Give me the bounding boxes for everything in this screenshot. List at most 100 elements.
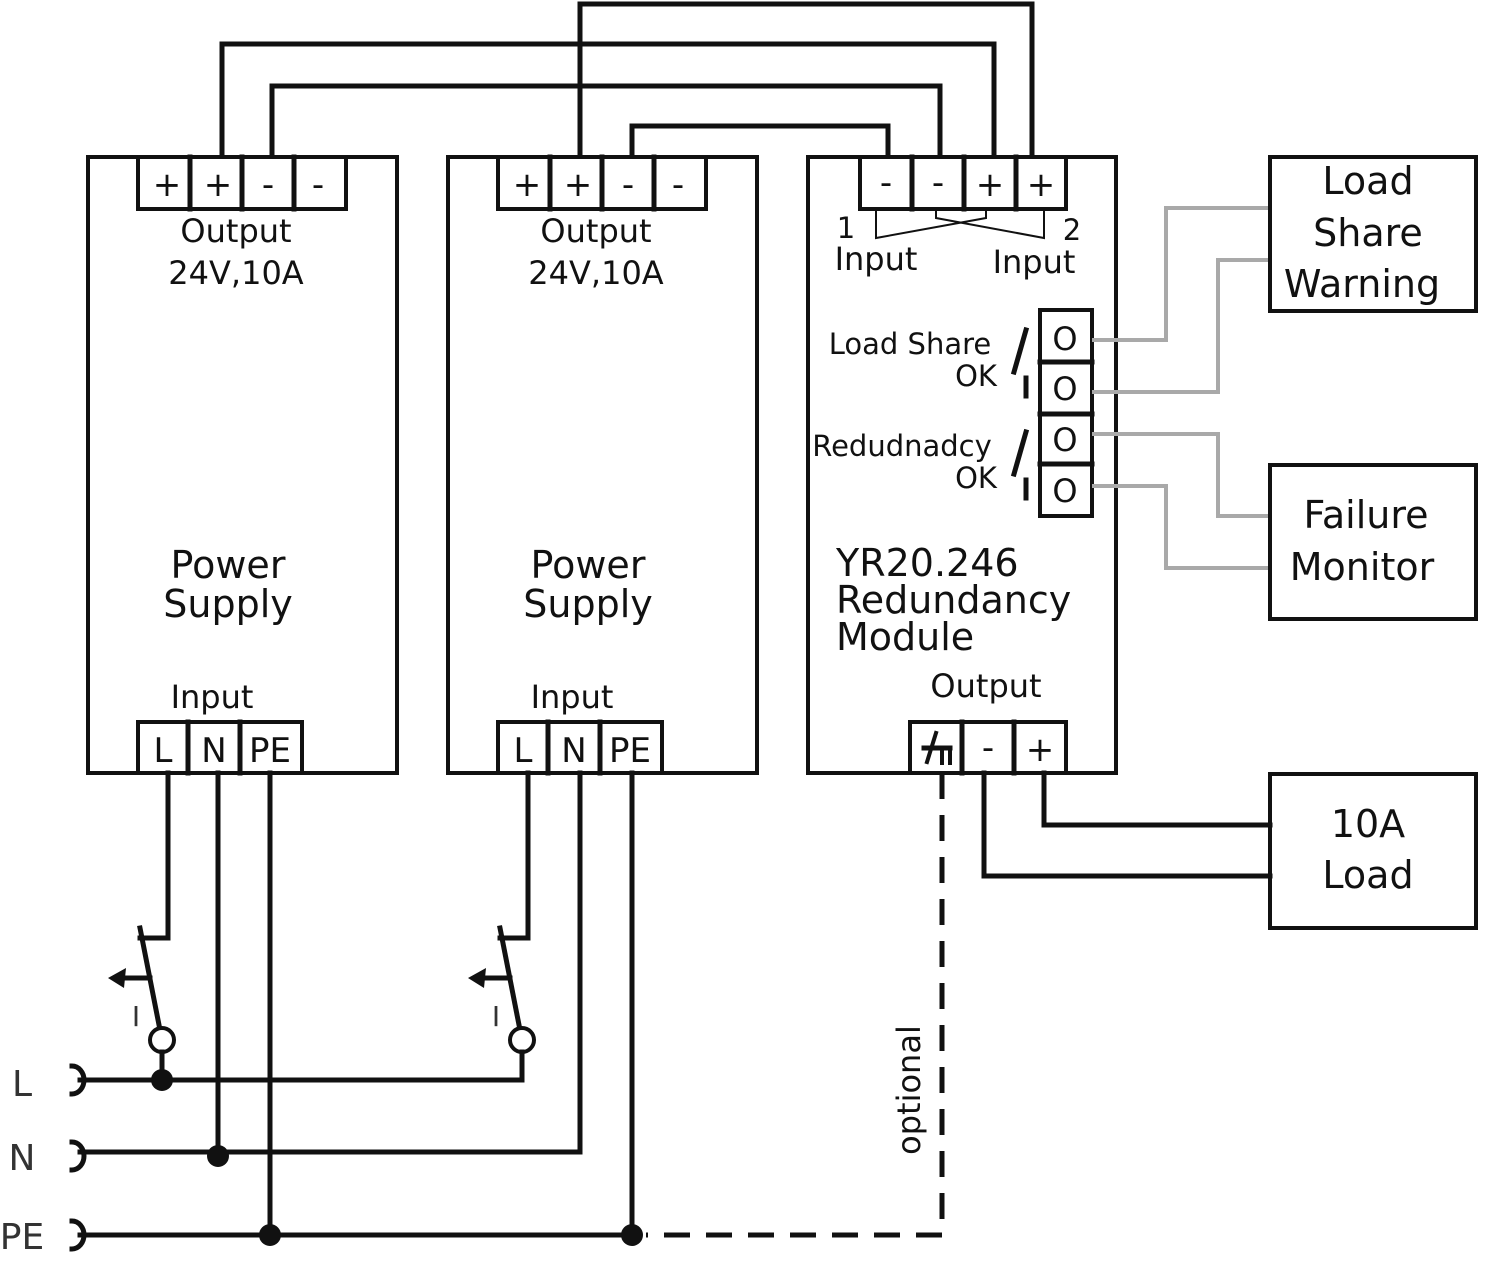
wire-relay2b-to-monitor bbox=[1092, 484, 1270, 570]
module-title-line2: Redundancy bbox=[836, 578, 1071, 622]
signal-wiring bbox=[1092, 206, 1270, 570]
wire-module-minus-to-load bbox=[981, 770, 1273, 879]
module-in-terminal: + bbox=[976, 165, 1005, 205]
optional-label: optional bbox=[890, 1025, 928, 1155]
redundancy-module: - - + + 1 Input 2 Input O O O O bbox=[806, 154, 1118, 776]
mains-l-label: L bbox=[12, 1064, 32, 1105]
warning-line2: Share bbox=[1313, 211, 1423, 255]
input1-bracket bbox=[875, 209, 987, 240]
psu1-title-line2: Supply bbox=[163, 582, 293, 626]
mains-n-label: N bbox=[9, 1138, 36, 1179]
psu2-out-terminal: - bbox=[622, 165, 634, 205]
module-input-terminal-block: - - + + bbox=[858, 154, 1068, 212]
junction-dot bbox=[207, 1145, 229, 1167]
module-in-terminal: - bbox=[932, 163, 944, 203]
psu1-output-label: Output bbox=[180, 212, 291, 250]
optional-ground-wire bbox=[646, 773, 945, 1238]
warning-line3: Warning bbox=[1284, 262, 1440, 306]
load-line1: 10A bbox=[1331, 802, 1405, 846]
relay-contact: O bbox=[1052, 370, 1077, 408]
psu2-in-terminal: N bbox=[561, 731, 586, 771]
psu2-out-terminal: - bbox=[672, 165, 684, 205]
relay-contact: O bbox=[1052, 472, 1077, 510]
output-wiring bbox=[219, 1, 1035, 185]
breaker1-arrow-icon bbox=[108, 968, 126, 988]
psu2-input-label: Input bbox=[531, 678, 614, 716]
psu2-l-wire bbox=[497, 770, 531, 941]
relay1-contact-blade bbox=[1010, 326, 1030, 376]
breaker2-terminal bbox=[508, 1026, 536, 1054]
psu1-out-terminal: + bbox=[204, 165, 233, 205]
junction-dot bbox=[151, 1069, 173, 1091]
psu1-l-wire bbox=[137, 770, 171, 941]
wire-relay2-to-monitor bbox=[1092, 432, 1270, 518]
psu2-title-line2: Supply bbox=[523, 582, 653, 626]
mains-wiring: I I L N PE bbox=[0, 770, 643, 1258]
input2-label: Input bbox=[993, 243, 1076, 281]
relay2-label-line2: OK bbox=[955, 461, 998, 495]
wire-psu1-plus-to-module-plus bbox=[219, 41, 997, 185]
power-supply-2: + + - - Output 24V,10A Power Supply Inpu… bbox=[446, 154, 759, 776]
psu1-in-terminal: N bbox=[201, 731, 226, 771]
psu1-enclosure bbox=[86, 155, 399, 775]
breaker1-terminal bbox=[148, 1026, 176, 1054]
relay-switch-symbols bbox=[1010, 326, 1030, 501]
psu2-output-label: Output bbox=[540, 212, 651, 250]
load-line2: Load bbox=[1322, 853, 1413, 897]
psu1-out-terminal: - bbox=[262, 165, 274, 205]
breaker2-arrow-icon bbox=[468, 968, 486, 988]
psu2-output-terminal-block: + + - - bbox=[496, 154, 708, 212]
psu2-out-terminal: + bbox=[513, 165, 542, 205]
junction-dot bbox=[259, 1224, 281, 1246]
psu2-out-terminal: + bbox=[564, 165, 593, 205]
wire-psu2-plus-to-module-plus bbox=[577, 1, 1035, 185]
junction-dot bbox=[621, 1224, 643, 1246]
psu2-input-terminal-block: L N PE bbox=[496, 719, 664, 776]
mains-pe-label: PE bbox=[0, 1217, 44, 1258]
failure-monitor-box: Failure Monitor bbox=[1268, 463, 1478, 621]
relay2-contact-blade bbox=[1010, 428, 1030, 478]
n-bus bbox=[77, 770, 583, 1155]
input1-number: 1 bbox=[837, 211, 855, 245]
monitor-line1: Failure bbox=[1303, 493, 1428, 537]
psu2-in-terminal: PE bbox=[609, 731, 651, 771]
module-out-terminal: - bbox=[982, 728, 994, 768]
relay-contact: O bbox=[1052, 421, 1077, 459]
relay-contact: O bbox=[1052, 320, 1077, 358]
psu1-in-terminal: L bbox=[154, 731, 173, 771]
psu2-title-line1: Power bbox=[531, 543, 646, 587]
psu1-input-terminal-block: L N PE bbox=[136, 719, 304, 776]
input1-label: Input bbox=[835, 240, 918, 278]
module-title-line3: Module bbox=[836, 615, 974, 659]
warning-line1: Load bbox=[1322, 159, 1413, 203]
wire-relay1-to-warning bbox=[1092, 206, 1270, 342]
power-supply-1: + + - - Output 24V,10A Power Supply Inpu… bbox=[86, 154, 399, 776]
module-output-terminal-block: - + bbox=[908, 719, 1068, 776]
relay2-label-line1: Redudnadcy bbox=[812, 429, 992, 463]
chassis-ground-icon bbox=[921, 730, 953, 765]
breaker1-label: I bbox=[132, 1000, 140, 1033]
wire-relay1b-to-warning bbox=[1092, 258, 1270, 394]
psu2-in-terminal: L bbox=[514, 731, 533, 771]
n-connector-icon bbox=[69, 1139, 87, 1173]
psu1-title-line1: Power bbox=[171, 543, 286, 587]
wire-psu1-minus-to-module-minus bbox=[269, 83, 943, 185]
psu2-output-rating: 24V,10A bbox=[528, 254, 664, 292]
module-output-label: Output bbox=[930, 667, 1041, 705]
psu1-in-terminal: PE bbox=[249, 731, 291, 771]
module-out-terminal: + bbox=[1026, 730, 1055, 770]
pe-connector-icon bbox=[69, 1218, 87, 1252]
module-title-line1: YR20.246 bbox=[835, 541, 1019, 585]
wire-module-plus-to-load bbox=[1041, 770, 1273, 828]
relay1-label-line2: OK bbox=[955, 359, 998, 393]
wire-psu2-minus-to-module-minus bbox=[629, 123, 891, 185]
psu1-output-terminal-block: + + - - bbox=[136, 154, 348, 212]
monitor-line2: Monitor bbox=[1290, 545, 1435, 589]
relay1-label-line1: Load Share bbox=[829, 327, 991, 361]
module-in-terminal: + bbox=[1027, 165, 1056, 205]
l-connector-icon bbox=[69, 1063, 87, 1097]
psu1-out-terminal: - bbox=[312, 165, 324, 205]
input2-bracket bbox=[935, 209, 1045, 240]
load-box: 10A Load bbox=[1268, 772, 1478, 930]
